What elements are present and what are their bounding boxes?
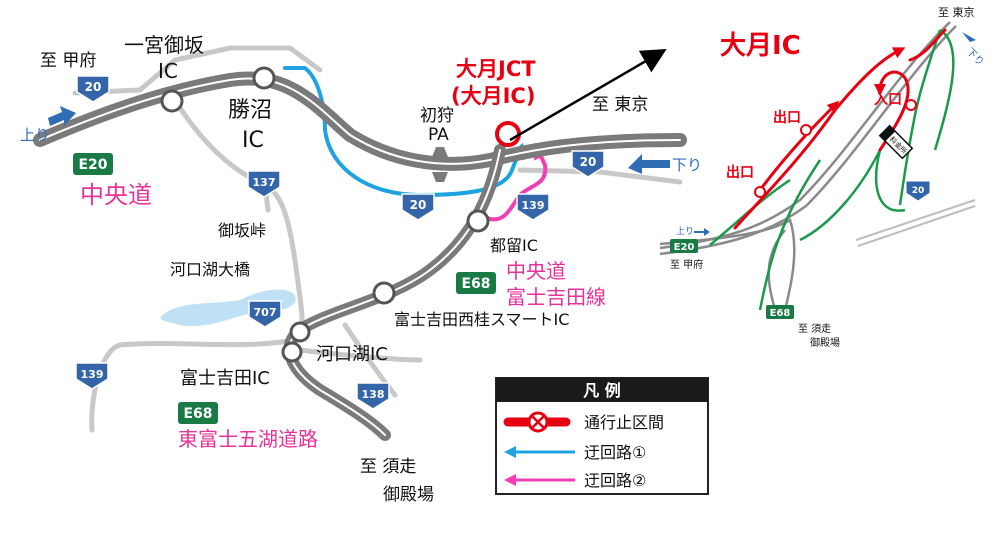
closure-point-otsuki-jct xyxy=(495,121,521,147)
shield-label: 138 xyxy=(362,388,385,401)
inset-entrance: 入口 xyxy=(874,92,902,108)
ic-ichinomiya xyxy=(160,89,184,113)
legend: 凡 例 通行止区間 迂回路① 迂回路② xyxy=(495,377,709,495)
shield-label: 139 xyxy=(81,368,104,381)
inset-direction-down: 下り xyxy=(964,46,987,69)
label-fujiyoshida-ic: 富士吉田IC xyxy=(180,368,270,389)
label-to-subashiri: 至 須走 xyxy=(360,457,416,477)
label-fujiyoshida-nishikatsura: 富士吉田西桂スマートIC xyxy=(394,310,569,329)
label-to-tokyo: 至 東京 xyxy=(592,95,648,115)
inset-pointer-arrow xyxy=(509,48,667,142)
expressway-badges: E20 E68 E68 xyxy=(73,153,496,424)
inset-exit-2: 出口 xyxy=(726,164,754,181)
lake-kawaguchiko xyxy=(160,289,296,327)
expressway-fujiyoshida xyxy=(283,144,506,441)
direction-arrow-up xyxy=(48,106,76,126)
inset-gotemba: 御殿場 xyxy=(810,336,840,349)
inset-map: 大月IC 至 東京 下り xyxy=(659,5,987,349)
shield-label: 20 xyxy=(410,198,427,212)
inset-direction-arrow-down xyxy=(962,32,976,42)
inset-to-tokyo: 至 東京 xyxy=(938,5,975,19)
label-direction-down: 下り xyxy=(672,156,702,174)
inset-to-kofu: 至 甲府 xyxy=(670,258,703,271)
ic-katsunuma xyxy=(252,66,276,90)
legend-title: 凡 例 xyxy=(583,381,621,400)
ic-tsuru xyxy=(466,209,490,233)
label-katsunuma-ic: IC xyxy=(242,128,264,153)
route-shield-20-c: 20 xyxy=(571,150,605,178)
label-higashifuji-name: 東富士五湖道路 xyxy=(178,427,318,451)
parking-area-marker xyxy=(432,147,448,182)
route-shield-138: 138 xyxy=(356,382,390,410)
main-map-labels: 上り 下り 至 甲府 至 東京 至 須走 御殿場 一宮御坂 IC 勝沼 IC 初… xyxy=(20,33,702,505)
shield-label: 20 xyxy=(85,80,102,94)
direction-arrow-down xyxy=(628,154,670,174)
route-shield-707: 707 xyxy=(248,300,282,328)
label-otsuki-jct: 大月JCT xyxy=(456,57,536,81)
badge-e68-a: E68 xyxy=(461,276,490,292)
label-fujiyoshida-line-2: 富士吉田線 xyxy=(506,285,606,309)
label-fujiyoshida-line-1: 中央道 xyxy=(506,259,566,283)
route-shield-20-b: 20 xyxy=(401,193,435,221)
label-ichinomiya-ic: IC xyxy=(158,59,178,83)
shield-label: 20 xyxy=(580,155,597,169)
label-kawaguchiko-ic: 河口湖IC xyxy=(316,344,388,365)
ic-fujiyoshida-nishikatsura xyxy=(372,281,396,305)
shield-label: 707 xyxy=(254,306,277,319)
label-to-kofu: 至 甲府 xyxy=(40,51,96,71)
label-tsuru-ic: 都留IC xyxy=(490,236,538,255)
legend-detour1-label: 迂回路① xyxy=(584,443,646,462)
label-kawaguchiko-bridge: 河口湖大橋 xyxy=(170,260,250,279)
label-ichinomiya: 一宮御坂 xyxy=(124,33,204,57)
ic-kawaguchiko xyxy=(289,321,311,343)
interchange-markers xyxy=(160,66,490,363)
ic-fujiyoshida xyxy=(281,341,303,363)
label-chuo-name: 中央道 xyxy=(80,181,152,209)
route-shields: 20 137 20 20 139 707 139 138 xyxy=(75,75,605,410)
inset-e68-badge: E68 xyxy=(770,308,791,319)
route-shield-139-b: 139 xyxy=(75,362,109,390)
label-hatsukari-pa: PA xyxy=(428,125,449,145)
legend-detour2-label: 迂回路② xyxy=(584,471,646,490)
label-gotemba: 御殿場 xyxy=(383,485,434,505)
shield-label: 137 xyxy=(253,176,276,189)
label-misaka-pass: 御坂峠 xyxy=(218,221,266,240)
label-katsunuma: 勝沼 xyxy=(228,98,272,123)
inset-exit-1: 出口 xyxy=(773,109,801,126)
inset-title: 大月IC xyxy=(720,31,801,61)
inset-direction-up: 上り xyxy=(676,226,694,237)
inset-route-shield: 20 xyxy=(912,186,925,196)
inset-e20-badge: E20 xyxy=(674,242,695,253)
label-direction-up: 上り xyxy=(20,126,50,144)
local-roads xyxy=(72,45,683,433)
route-shield-139-a: 139 xyxy=(516,193,550,221)
route-shield-137: 137 xyxy=(247,170,281,198)
shield-label: 139 xyxy=(522,199,545,212)
route-shield-20-a: 20 xyxy=(76,75,110,103)
label-hatsukari: 初狩 xyxy=(420,106,454,126)
inset-to-subashiri: 至 須走 xyxy=(798,323,831,335)
badge-e20: E20 xyxy=(78,157,107,173)
label-otsuki-ic: (大月IC) xyxy=(451,84,535,108)
badge-e68-b: E68 xyxy=(183,406,212,422)
legend-closure-label: 通行止区間 xyxy=(584,413,664,432)
